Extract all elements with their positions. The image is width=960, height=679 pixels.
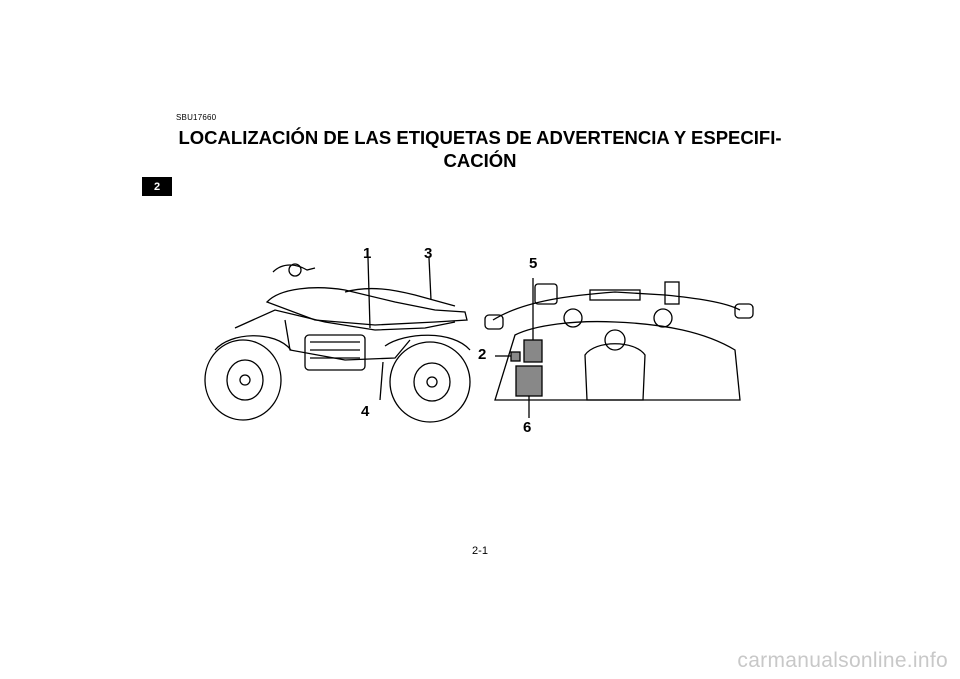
page-title-line-2: CACIÓN xyxy=(443,150,517,171)
atv-front-view xyxy=(484,278,754,418)
callout-4: 4 xyxy=(361,403,370,420)
watermark: carmanualsonline.info xyxy=(737,649,948,672)
document-code: SBU17660 xyxy=(176,113,217,122)
chapter-tab: 2 xyxy=(142,177,172,196)
callout-1: 1 xyxy=(363,245,372,262)
callout-2: 2 xyxy=(478,346,487,363)
page-title-line-1: LOCALIZACIÓN DE LAS ETIQUETAS DE ADVERTE… xyxy=(178,127,782,148)
callout-5: 5 xyxy=(529,255,538,272)
page-number: 2-1 xyxy=(472,545,488,557)
atv-label-figure: 1 3 4 5 2 6 xyxy=(195,240,755,440)
atv-illustration xyxy=(204,257,754,423)
callout-3: 3 xyxy=(424,245,433,262)
atv-side-view xyxy=(204,257,471,423)
callout-6: 6 xyxy=(523,419,532,436)
page-title: LOCALIZACIÓN DE LAS ETIQUETAS DE ADVERTE… xyxy=(170,126,790,172)
